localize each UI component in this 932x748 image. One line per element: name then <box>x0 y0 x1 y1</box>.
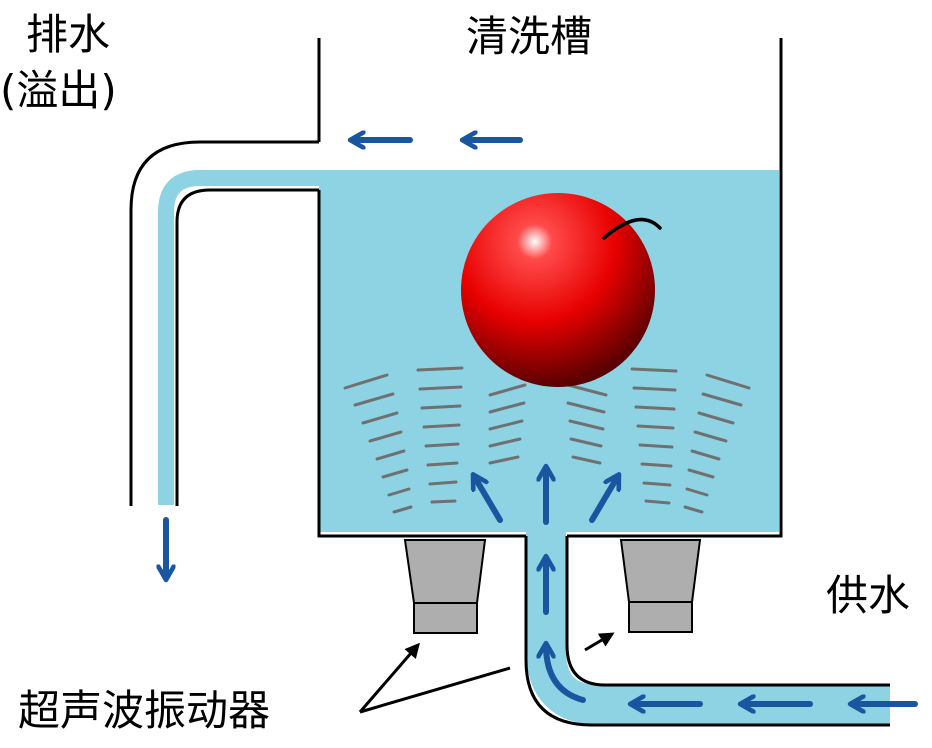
tank-wall-right <box>567 38 783 538</box>
tank-wall-left-lower <box>317 190 526 538</box>
pointer-to-pipe <box>359 666 511 714</box>
pointer-to-right-transducer <box>584 632 615 652</box>
pointer-to-left-transducer <box>358 642 420 713</box>
tank-label: 清洗槽 <box>466 12 593 61</box>
apple-stem <box>602 217 662 240</box>
jet-arrow-left <box>474 476 503 523</box>
supply-label: 供水 <box>826 571 911 620</box>
drain-pipe-inner-wall <box>175 188 319 506</box>
apple <box>461 193 662 387</box>
drain-label: 排水 <box>26 10 111 59</box>
drain-overflow-label: (溢出) <box>0 66 117 115</box>
ultrasonic-transducer-left <box>403 539 487 634</box>
supply-pipe-right-wall <box>565 536 890 687</box>
flow-arrows <box>166 140 918 704</box>
ultrasonic-waves <box>343 366 751 514</box>
pipe-arrow-curve <box>546 645 586 703</box>
jet-arrow-right <box>589 476 618 523</box>
drain-pipe-outer-wall <box>129 140 319 506</box>
transducer-pointers <box>358 632 615 714</box>
supply-pipe-left-wall <box>524 536 890 727</box>
transducer-label: 超声波振动器 <box>18 686 271 735</box>
ultrasonic-transducer-right <box>619 539 702 633</box>
drain-pipe-water <box>158 170 319 505</box>
